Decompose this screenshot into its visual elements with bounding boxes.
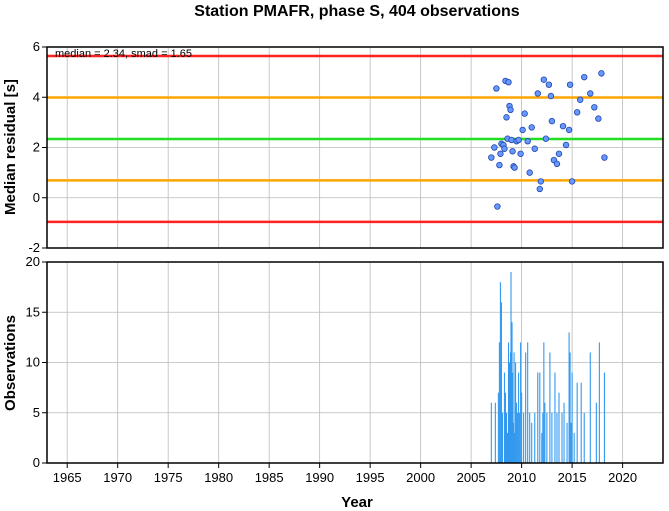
observation-bars	[490, 272, 605, 463]
chart-title: Station PMAFR, phase S, 404 observations	[194, 3, 520, 20]
residual-point	[517, 150, 524, 157]
year-x-axis-label: Year	[341, 494, 373, 511]
x-tick-label: 1970	[103, 470, 132, 485]
residual-point	[581, 73, 588, 81]
residual-point	[587, 90, 594, 97]
residual-y-tick-label: 4	[33, 89, 40, 104]
residual-point	[511, 164, 518, 171]
residual-y-tick-label: 6	[33, 39, 40, 54]
residual-point	[553, 160, 561, 168]
residual-point	[488, 154, 495, 161]
x-tick-label: 1995	[356, 470, 385, 485]
x-tick-label: 1985	[255, 470, 284, 485]
residual-point	[562, 141, 570, 149]
residual-point	[565, 126, 573, 134]
x-tick-label: 2005	[457, 470, 486, 485]
residual-point	[598, 70, 605, 77]
residual-point	[534, 90, 541, 97]
year-x-ticks: 1965 1970 1975 1980 1985 1990 1995 2000 2005 2010…	[53, 463, 637, 485]
residual-point	[496, 161, 503, 169]
x-tick-label: 1990	[305, 470, 334, 485]
median-smad-annotation: median = 2.34, smad = 1.65	[55, 48, 192, 60]
x-tick-label: 1965	[53, 470, 82, 485]
residual-point	[505, 78, 512, 86]
observations-y-ticks: 0 5 10 15 20	[26, 254, 47, 470]
residual-point	[519, 126, 526, 134]
residual-point	[503, 114, 510, 121]
observations-panel: 0 5 10 15 20 1965 1970 1975 1980 1985 1990 1995 200…	[2, 254, 664, 511]
residual-point	[507, 106, 514, 114]
x-tick-label: 2015	[558, 470, 587, 485]
observations-y-tick-label: 5	[33, 405, 40, 420]
residual-point	[559, 122, 567, 130]
residual-point	[524, 138, 531, 145]
residual-point	[528, 124, 535, 131]
residual-point	[542, 135, 550, 142]
residual-point	[509, 148, 516, 155]
residual-y-tick-label: -2	[28, 240, 40, 255]
residual-point	[540, 76, 548, 83]
residual-panel: -2 0 2 4 6 median = 2.34, smad = 1.65 Median…	[2, 39, 664, 255]
residual-point	[493, 85, 500, 92]
residual-point	[497, 150, 504, 157]
residual-y-ticks: -2 0 2 4 6	[28, 39, 47, 255]
observations-y-axis-label: Observations	[2, 315, 19, 411]
residual-y-axis-label: Median residual [s]	[2, 79, 19, 215]
residual-point	[537, 178, 545, 185]
residual-point	[548, 117, 556, 125]
residual-point	[595, 115, 602, 122]
residual-points	[488, 70, 608, 210]
residual-y-tick-label: 2	[33, 140, 40, 155]
residual-point	[494, 203, 501, 210]
x-tick-label: 2020	[608, 470, 637, 485]
residual-point	[515, 136, 522, 144]
residual-point	[601, 154, 608, 161]
residual-point	[526, 169, 533, 176]
reference-lines	[47, 54, 663, 224]
residual-point	[545, 81, 553, 88]
residual-point	[531, 145, 538, 152]
observations-y-tick-label: 10	[26, 355, 40, 370]
residual-point	[573, 109, 581, 116]
residual-grid	[47, 46, 663, 249]
residual-point	[521, 110, 528, 117]
x-tick-label: 1975	[154, 470, 183, 485]
residual-point	[568, 178, 576, 185]
observations-y-tick-label: 15	[26, 304, 40, 319]
residual-point	[591, 104, 598, 111]
residual-point	[547, 92, 555, 100]
residual-point	[536, 185, 543, 193]
residual-point	[501, 145, 508, 152]
residual-point	[576, 96, 584, 103]
x-tick-label: 2010	[507, 470, 536, 485]
residual-point	[555, 150, 563, 157]
x-tick-label: 2000	[406, 470, 435, 485]
observations-y-tick-label: 20	[26, 254, 40, 269]
residual-point	[491, 144, 498, 151]
x-tick-label: 1980	[204, 470, 233, 485]
residual-y-tick-label: 0	[33, 190, 40, 205]
observations-y-tick-label: 0	[33, 455, 40, 470]
residual-point	[566, 81, 574, 88]
